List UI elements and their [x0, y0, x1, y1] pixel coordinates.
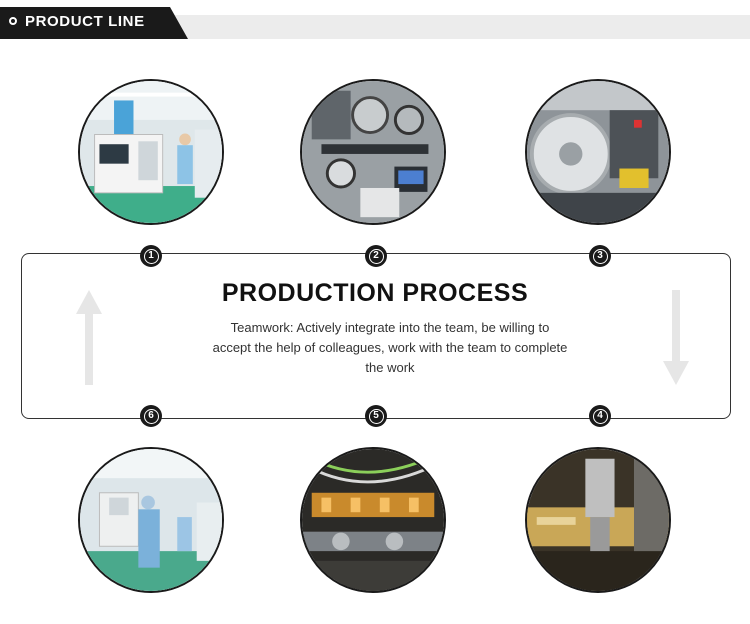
step-badge-2: 2: [365, 245, 387, 267]
photo-step-1: [78, 79, 224, 225]
step-badge-5: 5: [365, 405, 387, 427]
photo-step-4: [525, 447, 671, 593]
process-description: Teamwork: Actively integrate into the te…: [212, 320, 568, 375]
step-badge-4: 4: [589, 405, 611, 427]
section-title: PRODUCT LINE: [25, 13, 145, 30]
step-number: 5: [368, 408, 384, 424]
photo-step-6: [78, 447, 224, 593]
step-number: 3: [592, 248, 608, 264]
step-badge-6: 6: [140, 405, 162, 427]
header-tab: [0, 7, 188, 39]
step-badge-1: 1: [140, 245, 162, 267]
arrow-up-icon: [76, 290, 102, 385]
process-title: PRODUCTION PROCESS: [221, 279, 529, 307]
arrow-down-icon: [663, 290, 689, 385]
step-number: 4: [592, 408, 608, 424]
header-circle-icon: [9, 17, 17, 25]
photo-step-2: [300, 79, 446, 225]
step-badge-3: 3: [589, 245, 611, 267]
process-panel: [21, 253, 731, 419]
step-number: 6: [143, 408, 159, 424]
step-number: 1: [143, 248, 159, 264]
step-number: 2: [368, 248, 384, 264]
photo-step-3: [525, 79, 671, 225]
photo-step-5: [300, 447, 446, 593]
